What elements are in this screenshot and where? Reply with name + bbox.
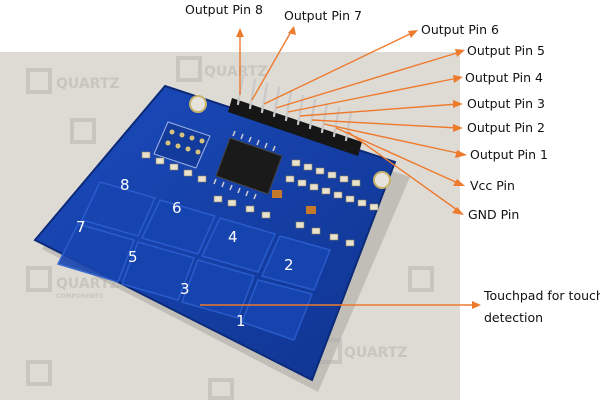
mounting-hole [373, 171, 391, 189]
watermark-text: QUARTZ [344, 345, 408, 361]
label-output-pin-3: Output Pin 3 [467, 96, 545, 111]
smd-components [141, 151, 379, 247]
arrow-gnd [347, 131, 461, 213]
arrow-pin4 [287, 77, 459, 113]
capacitor [272, 190, 282, 198]
label-output-pin-1: Output Pin 1 [470, 147, 548, 162]
arrow-pin7 [251, 29, 293, 101]
mounting-hole [189, 95, 207, 113]
pad-number-1: 1 [236, 312, 246, 330]
capacitor [306, 206, 316, 214]
label-output-pin-6: Output Pin 6 [421, 22, 499, 37]
label-output-pin-5: Output Pin 5 [467, 43, 545, 58]
label-output-pin-4: Output Pin 4 [465, 70, 543, 85]
label-vcc-pin: Vcc Pin [470, 178, 515, 193]
watermark-text: QUARTZ [204, 64, 268, 80]
label-output-pin-7: Output Pin 7 [284, 8, 362, 23]
arrow-pin2 [311, 119, 459, 129]
pad-number-7: 7 [76, 218, 86, 236]
pad-numbers: 8 6 4 2 7 5 3 1 [76, 176, 294, 330]
arrow-pin5 [275, 51, 461, 109]
label-output-pin-2: Output Pin 2 [467, 120, 545, 135]
pad-number-3: 3 [180, 280, 190, 298]
pin-arrows [200, 29, 476, 306]
pad-number-8: 8 [120, 176, 130, 194]
pad-number-4: 4 [228, 228, 238, 246]
arrow-pin3 [299, 103, 459, 117]
pad-number-2: 2 [284, 256, 294, 274]
ic-chip [213, 130, 283, 200]
arrow-heads [236, 26, 481, 309]
watermark-subtext: COMPONENTS [56, 293, 104, 300]
label-touchpad: Touchpad for touch detection [484, 288, 600, 325]
arrow-pin6 [263, 31, 415, 105]
touchpad-grid [56, 181, 332, 341]
arrow-pin1 [323, 123, 463, 155]
watermark-text: QUARTZ [56, 76, 120, 92]
pad-number-5: 5 [128, 248, 138, 266]
pad-number-6: 6 [172, 199, 182, 217]
label-output-pin-8: Output Pin 8 [185, 2, 263, 17]
jumper-header [153, 121, 211, 169]
label-gnd-pin: GND Pin [468, 207, 520, 222]
